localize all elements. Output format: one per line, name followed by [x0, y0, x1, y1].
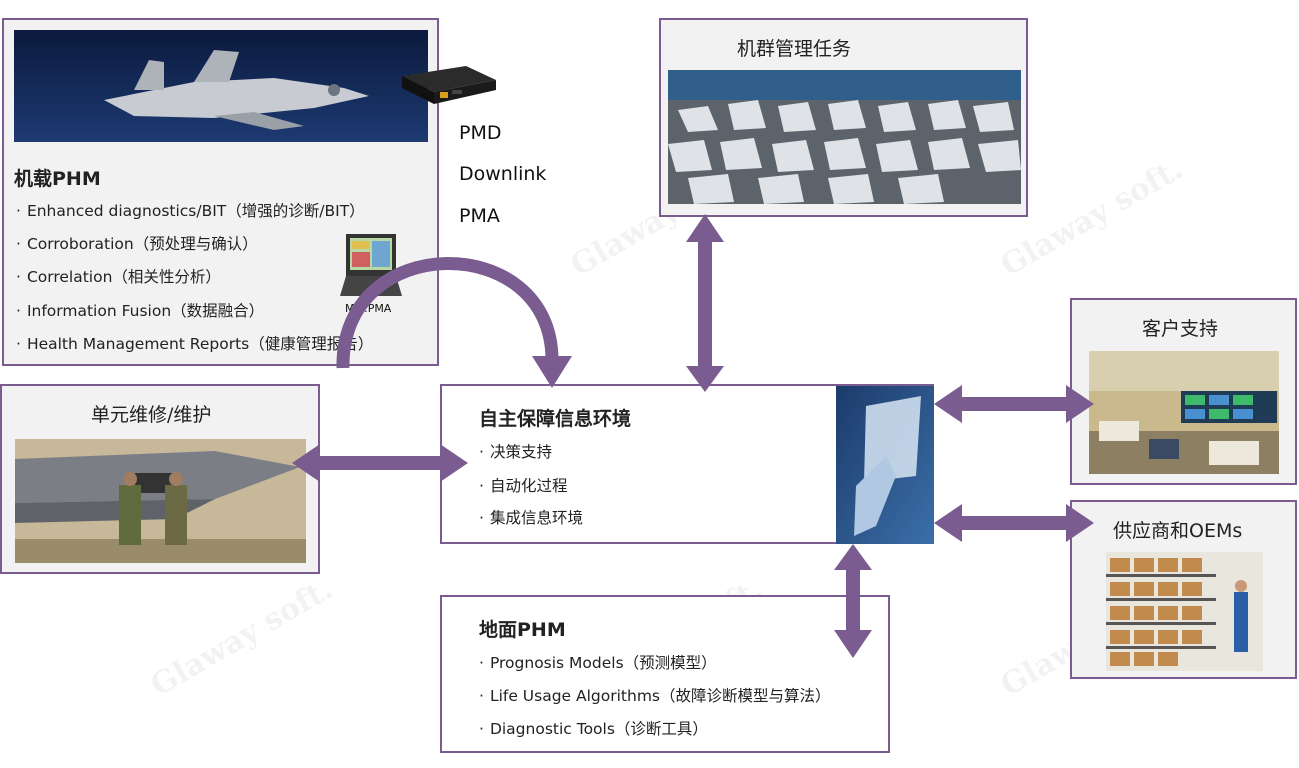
unit-maintenance-title: 单元维修/维护 — [91, 404, 212, 426]
watermark: Glaway soft. — [144, 571, 339, 704]
avionics-device-image — [396, 62, 498, 106]
list-item: ·Information Fusion（数据融合） — [16, 302, 265, 320]
list-item: ·Health Management Reports（健康管理报告） — [16, 335, 374, 353]
unit-maintenance-panel: 单元维修/维护 — [0, 384, 320, 574]
list-item: ·集成信息环境 — [479, 509, 583, 527]
pma-label: PMA — [459, 205, 500, 227]
list-item: ·Corroboration（预处理与确认） — [16, 235, 258, 253]
warehouse-image — [1106, 552, 1263, 671]
fleet-link-arrow — [698, 240, 712, 370]
ground-link-head-up — [834, 544, 872, 570]
maintenance-link-arrow — [316, 456, 444, 470]
customer-link-arrow — [956, 397, 1072, 411]
customer-link-head-left — [934, 385, 962, 423]
downlink-label: Downlink — [459, 163, 547, 185]
list-item: ·自动化过程 — [479, 477, 568, 495]
pmd-label: PMD — [459, 122, 502, 144]
digital-hand-image — [836, 386, 934, 544]
onboard-phm-title: 机载PHM — [14, 168, 101, 190]
ground-phm-title: 地面PHM — [479, 619, 566, 641]
control-room-image — [1089, 351, 1279, 474]
supplier-oem-title: 供应商和OEMs — [1113, 520, 1243, 542]
laptop-label: MM:PMA — [345, 302, 392, 315]
supplier-link-head-left — [934, 504, 962, 542]
customer-support-title: 客户支持 — [1142, 318, 1219, 340]
fleet-management-panel: 机群管理任务 — [659, 18, 1028, 217]
customer-support-panel: 客户支持 — [1070, 298, 1297, 485]
autonomic-logistics-panel: 自主保障信息环境 ·决策支持 ·自动化过程 ·集成信息环境 — [440, 384, 934, 544]
onboard-phm-panel: 机载PHM ·Enhanced diagnostics/BIT（增强的诊断/BI… — [2, 18, 439, 366]
list-item: ·Correlation（相关性分析） — [16, 268, 221, 286]
list-item: ·Prognosis Models（预测模型） — [479, 654, 717, 672]
fleet-management-title: 机群管理任务 — [737, 38, 852, 60]
ground-phm-panel: 地面PHM ·Prognosis Models（预测模型） ·Life Usag… — [440, 595, 890, 753]
list-item: ·Life Usage Algorithms（故障诊断模型与算法） — [479, 687, 831, 705]
autonomic-logistics-title: 自主保障信息环境 — [479, 408, 632, 430]
list-item: ·Diagnostic Tools（诊断工具） — [479, 720, 708, 738]
list-item: ·Enhanced diagnostics/BIT（增强的诊断/BIT） — [16, 202, 365, 220]
carrier-deck-image — [668, 70, 1021, 204]
list-item: ·决策支持 — [479, 443, 552, 461]
supplier-oem-panel: 供应商和OEMs — [1070, 500, 1297, 679]
supplier-link-arrow — [956, 516, 1072, 530]
jet-aircraft-image — [14, 30, 428, 142]
maintenance-crew-image — [15, 439, 306, 563]
laptop-image — [338, 232, 404, 300]
